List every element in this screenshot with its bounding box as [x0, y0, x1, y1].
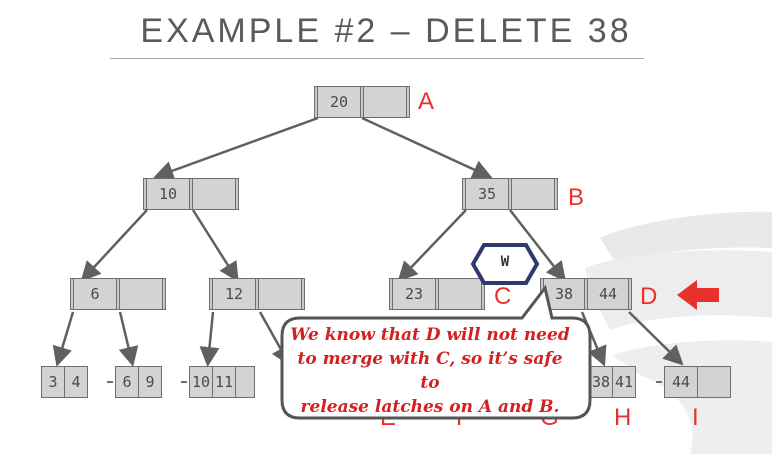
leaf-i-key2: [697, 366, 731, 398]
leaf-3-key3: [235, 366, 255, 398]
leaf-i-key1: 44: [664, 366, 698, 398]
write-latch-label: W: [500, 254, 510, 270]
node-b: 35: [462, 178, 558, 210]
label-i: I: [692, 404, 699, 431]
leaf-h: 38 41: [589, 366, 636, 398]
node-d-key2: 44: [587, 278, 629, 310]
leaf-1: 3 4: [41, 366, 88, 398]
leaf-link: [181, 381, 187, 383]
node-10: 10: [143, 178, 239, 210]
edge-a-right: [361, 116, 493, 179]
leaf-2-key2: 9: [138, 366, 162, 398]
callout-line-1: We know that D will not need: [290, 325, 570, 345]
node-12: 12: [209, 278, 305, 310]
leaf-3: 10 11: [189, 366, 255, 398]
pointer-arrow-icon: [677, 280, 719, 310]
node-10-key1: 10: [146, 178, 190, 210]
callout-line-3: release latches on A and B.: [300, 397, 560, 417]
edge-12-left: [199, 311, 220, 367]
label-b: B: [568, 184, 585, 211]
leaf-link: [656, 381, 662, 383]
leaf-link: [107, 381, 113, 383]
node-b-key1: 35: [465, 178, 509, 210]
node-12-key1: 12: [212, 278, 256, 310]
edge-10-right: [191, 209, 239, 283]
leaf-2: 6 9: [115, 366, 162, 398]
node-6-key1: 6: [73, 278, 117, 310]
node-10-key2: [192, 178, 236, 210]
leaf-h-key2: 41: [612, 366, 636, 398]
node-a-key2: [363, 86, 407, 118]
edge-a-left: [153, 116, 319, 181]
edge-d-right: [628, 311, 684, 366]
label-h: H: [614, 404, 632, 431]
title-divider: [110, 58, 644, 59]
label-c: C: [494, 283, 512, 310]
node-6-key2: [119, 278, 163, 310]
leaf-1-key1: 3: [41, 366, 65, 398]
edge-35-left: [397, 209, 467, 282]
callout-line-2: to merge with C, so it’s safe to: [297, 349, 563, 393]
edge-6-left: [52, 311, 75, 367]
node-6: 6: [70, 278, 166, 310]
leaf-1-key2: 4: [64, 366, 88, 398]
edge-35-right: [509, 209, 567, 282]
leaf-3-key2: 11: [212, 366, 236, 398]
label-d: D: [640, 283, 658, 310]
node-a: 20: [314, 86, 410, 118]
node-b-key2: [511, 178, 555, 210]
edge-6-right: [118, 311, 139, 367]
write-latch-badge: [470, 243, 540, 285]
leaf-i: 44: [664, 366, 731, 398]
edge-10-left: [80, 209, 148, 282]
callout-text: We know that D will not need to merge wi…: [285, 323, 575, 419]
slide-title: EXAMPLE #2 – DELETE 38: [140, 12, 632, 50]
label-a: A: [418, 88, 435, 115]
edge-d-left: [580, 311, 607, 367]
node-c: 23: [389, 278, 485, 310]
